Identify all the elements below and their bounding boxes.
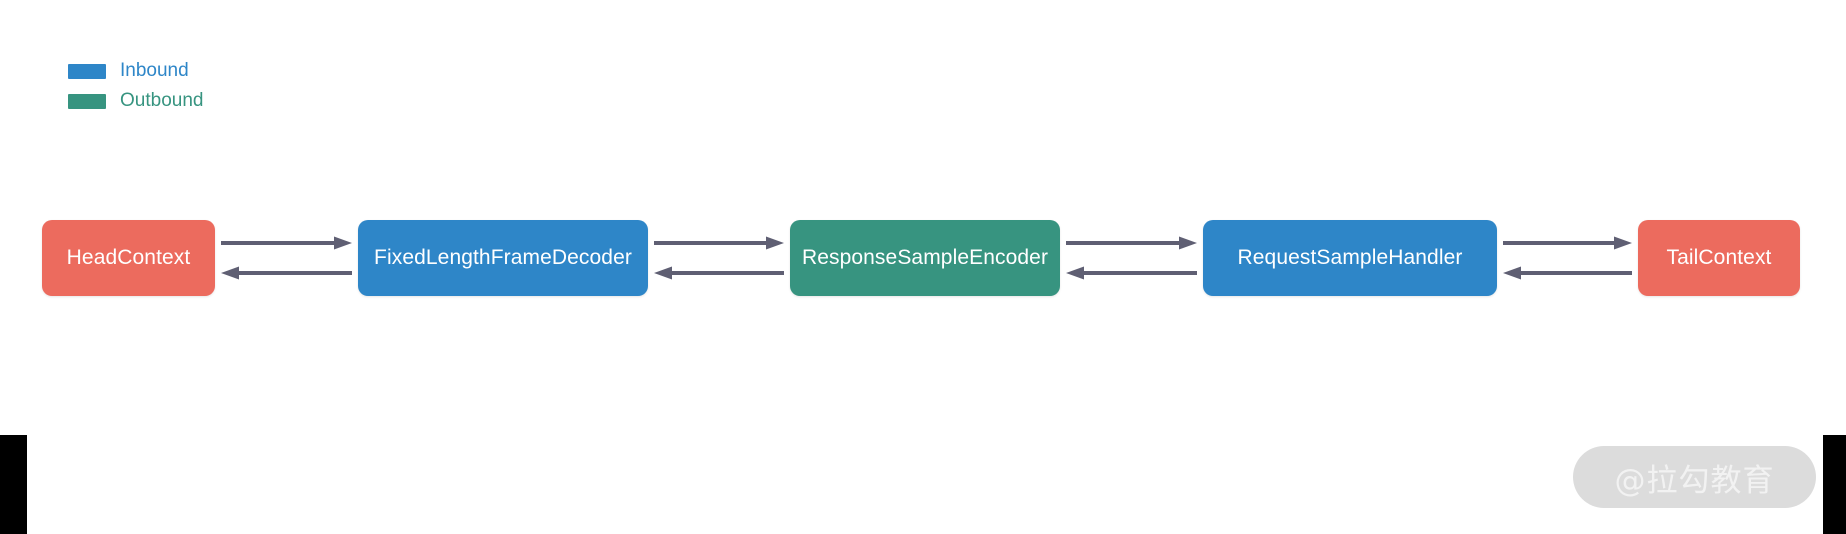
legend-swatch-inbound [68, 63, 106, 79]
connector-arrowhead [334, 236, 352, 250]
connector-FixedLengthFrameDecoder-to-ResponseSampleEncoder [654, 236, 784, 250]
legend-swatch-outbound [68, 93, 106, 109]
pipeline-node-FixedLengthFrameDecoder[interactable]: FixedLengthFrameDecoder [358, 220, 648, 296]
watermark-text: @拉勾教育 [1614, 462, 1775, 499]
pipeline-node-TailContext[interactable]: TailContext [1638, 220, 1800, 296]
pipeline-node-label: FixedLengthFrameDecoder [374, 246, 632, 269]
connector-RequestSampleHandler-to-ResponseSampleEncoder [1066, 266, 1197, 280]
legend-item-inbound: Inbound [68, 60, 203, 82]
watermark-badge: @拉勾教育 [1573, 446, 1816, 508]
connector-arrowhead [654, 266, 672, 280]
connector-ResponseSampleEncoder-to-FixedLengthFrameDecoder [654, 266, 784, 280]
connector-arrowhead [1503, 266, 1521, 280]
connector-RequestSampleHandler-to-TailContext [1503, 236, 1632, 250]
connector-arrowhead [1179, 236, 1197, 250]
connector-arrowhead [766, 236, 784, 250]
pipeline-node-label: HeadContext [66, 246, 191, 269]
legend: Inbound Outbound [68, 60, 203, 120]
connector-arrowhead [1066, 266, 1084, 280]
pipeline-node-label: RequestSampleHandler [1237, 246, 1463, 269]
connector-TailContext-to-RequestSampleHandler [1503, 266, 1632, 280]
connector-HeadContext-to-FixedLengthFrameDecoder [221, 236, 352, 250]
connector-arrowhead [221, 266, 239, 280]
legend-label-outbound: Outbound [120, 90, 204, 111]
pipeline-node-RequestSampleHandler[interactable]: RequestSampleHandler [1203, 220, 1497, 296]
connector-arrowhead [1614, 236, 1632, 250]
legend-label-inbound: Inbound [120, 60, 189, 81]
pipeline-node-ResponseSampleEncoder[interactable]: ResponseSampleEncoder [790, 220, 1060, 296]
legend-item-outbound: Outbound [68, 90, 203, 112]
letterbox-bar-right [1823, 435, 1846, 534]
pipeline-node-label: TailContext [1666, 246, 1772, 269]
connector-FixedLengthFrameDecoder-to-HeadContext [221, 266, 352, 280]
pipeline-node-label: ResponseSampleEncoder [801, 246, 1049, 269]
connector-ResponseSampleEncoder-to-RequestSampleHandler [1066, 236, 1197, 250]
letterbox-bar-left [0, 435, 27, 534]
pipeline-node-HeadContext[interactable]: HeadContext [42, 220, 215, 296]
